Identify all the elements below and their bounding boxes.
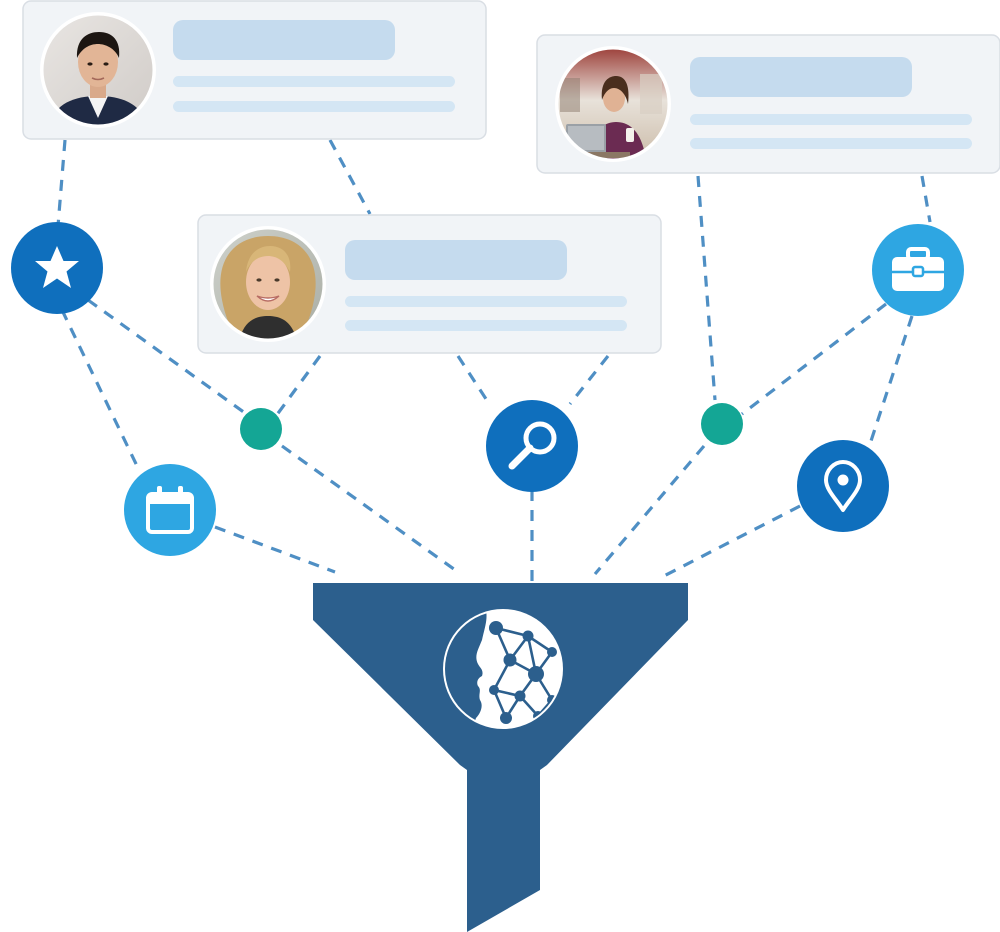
connector-card3-to-search-a (456, 355, 490, 403)
connector-card1-to-star (56, 139, 67, 227)
card-title-skeleton (173, 20, 395, 60)
profile-card-man[interactable] (22, 0, 487, 140)
card-line-skeleton (173, 76, 455, 87)
card-title-skeleton (345, 240, 567, 280)
connector-star-to-dot-left (87, 298, 246, 415)
avatar-woman-blonde-photo (210, 226, 326, 342)
calendar-icon (124, 464, 216, 556)
connector-lines (56, 139, 932, 582)
connector-card2-to-briefcase (920, 175, 932, 223)
connector-dot-right-to-funnel (593, 444, 706, 576)
connector-calendar-to-funnel (214, 525, 336, 574)
avatar-man-photo (40, 12, 156, 128)
card-line-skeleton (690, 114, 972, 125)
avatar-woman-laptop-photo (555, 46, 671, 162)
location-pin-icon (797, 440, 889, 532)
connector-dot-left-to-funnel (281, 444, 459, 574)
card-title-skeleton (690, 57, 912, 97)
card-line-skeleton (173, 101, 455, 112)
funnel (313, 583, 688, 932)
card-line-skeleton (345, 320, 627, 331)
card-line-skeleton (345, 296, 627, 307)
junction-dot-right (701, 403, 743, 445)
ai-face-network-logo (443, 609, 563, 729)
connector-star-to-calendar (60, 309, 140, 469)
star-icon (11, 222, 103, 314)
funnel-body (313, 583, 688, 932)
card-line-skeleton (690, 138, 972, 149)
profile-card-woman-blonde[interactable] (197, 214, 662, 354)
connector-card3-to-search-b (568, 355, 610, 405)
connector-card3-to-dot-left (274, 355, 322, 417)
connector-card2-to-dot-right (696, 175, 717, 401)
profile-card-woman-laptop[interactable] (536, 34, 1000, 174)
search-icon (486, 400, 578, 492)
briefcase-icon (872, 224, 964, 316)
junction-dot-left (240, 408, 282, 450)
connector-card1-to-card3 (328, 139, 372, 215)
connector-briefcase-to-dot-right (741, 302, 887, 416)
connector-briefcase-to-pin (868, 315, 914, 445)
connector-pin-to-funnel (659, 504, 801, 580)
